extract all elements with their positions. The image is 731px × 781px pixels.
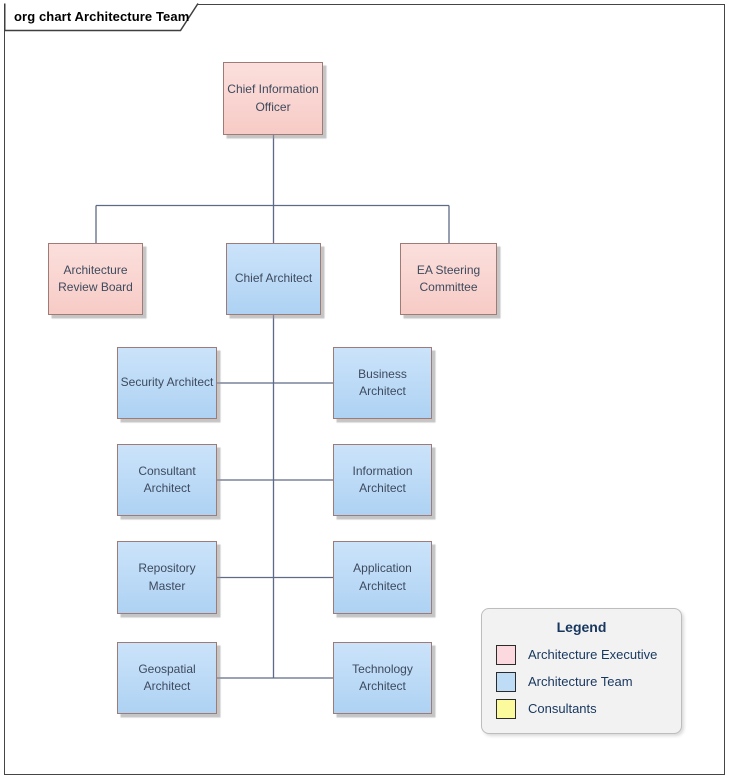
- node-chief-architect[interactable]: Chief Architect: [226, 243, 321, 315]
- legend-item-label: Architecture Team: [528, 674, 633, 689]
- node-chief-information-officer[interactable]: Chief Information Officer: [223, 62, 323, 135]
- node-security-architect[interactable]: Security Architect: [117, 347, 217, 419]
- node-label: Chief Information Officer: [227, 82, 319, 114]
- node-geospatial-architect[interactable]: Geospatial Architect: [117, 642, 217, 714]
- node-label: Chief Architect: [234, 271, 313, 286]
- node-label: Business Architect: [358, 366, 407, 398]
- node-label: Geospatial Architect: [138, 661, 196, 693]
- node-business-architect[interactable]: Business Architect: [333, 347, 432, 419]
- legend-item-architecture-team: Architecture Team: [496, 671, 681, 692]
- node-label: Repository Master: [138, 561, 196, 593]
- node-technology-architect[interactable]: Technology Architect: [333, 642, 432, 714]
- legend-title: Legend: [556, 619, 607, 635]
- node-repository-master[interactable]: Repository Master: [117, 541, 217, 614]
- node-label: Architecture Review Board: [58, 262, 133, 294]
- legend-item-label: Consultants: [528, 701, 597, 716]
- node-label: Consultant Architect: [138, 463, 196, 495]
- node-label: Application Architect: [353, 561, 412, 593]
- diagram-title: org chart Architecture Team: [14, 9, 190, 24]
- node-label: Information Architect: [352, 463, 413, 495]
- node-application-architect[interactable]: Application Architect: [333, 541, 432, 614]
- node-label: EA Steering Committee: [416, 262, 481, 294]
- legend-swatch-team: [496, 671, 516, 692]
- node-label: Security Architect: [120, 375, 214, 390]
- legend-item-architecture-executive: Architecture Executive: [496, 644, 681, 665]
- legend-item-consultants: Consultants: [496, 698, 681, 719]
- node-information-architect[interactable]: Information Architect: [333, 444, 432, 516]
- node-consultant-architect[interactable]: Consultant Architect: [117, 444, 217, 516]
- node-ea-steering-committee[interactable]: EA Steering Committee: [400, 243, 497, 315]
- node-label: Technology Architect: [352, 661, 413, 693]
- node-architecture-review-board[interactable]: Architecture Review Board: [48, 243, 143, 315]
- legend-box[interactable]: Legend Architecture Executive Architectu…: [481, 608, 682, 734]
- legend-swatch-consultants: [496, 698, 516, 719]
- legend-item-label: Architecture Executive: [528, 647, 658, 662]
- legend-swatch-executive: [496, 644, 516, 665]
